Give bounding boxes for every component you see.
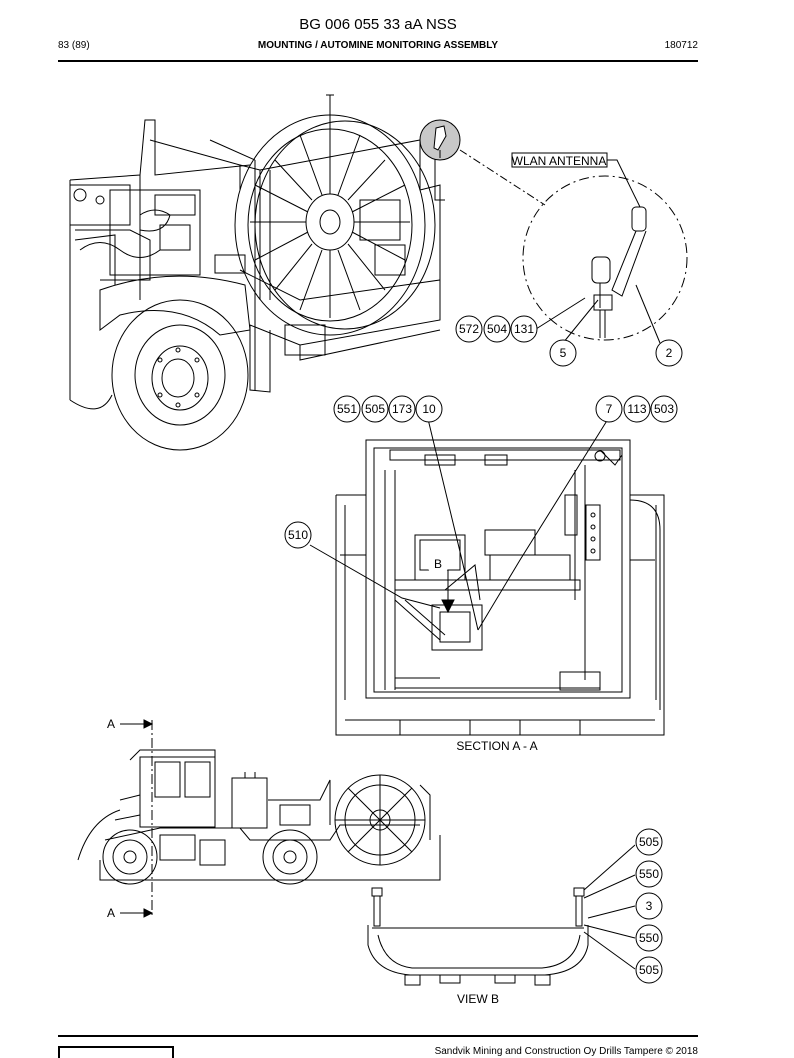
footer-rule (58, 1035, 698, 1037)
footer-copyright: Sandvik Mining and Construction Oy Drill… (434, 1046, 698, 1057)
antenna-detail-circle (522, 175, 688, 341)
section-marker-bottom: A (107, 906, 115, 920)
section-marker-top: A (107, 717, 115, 731)
callout-550-lower: 550 (639, 931, 659, 945)
machine-side-view (77, 749, 441, 885)
section-aa-label: SECTION A - A (456, 739, 537, 753)
header-row: 83 (89) MOUNTING / AUTOMINE MONITORING A… (58, 40, 698, 54)
callout-504: 504 (487, 322, 507, 336)
callout-550-upper: 550 (639, 867, 659, 881)
view-b-drawing (367, 887, 589, 986)
callout-505-view-b-bottom: 505 (639, 963, 659, 977)
page-number: 83 (89) (58, 40, 90, 51)
detail-b-label: B (434, 557, 442, 571)
date-code: 180712 (664, 40, 698, 51)
callout-551: 551 (337, 402, 357, 416)
section-title: MOUNTING / AUTOMINE MONITORING ASSEMBLY (257, 40, 499, 51)
antenna-detail (591, 206, 647, 338)
view-b-arrowhead (441, 599, 455, 614)
wlan-antenna-label: WLAN ANTENNA (512, 154, 607, 168)
machine-isometric-view (69, 94, 445, 451)
callout-3: 3 (646, 899, 653, 913)
callout-131: 131 (514, 322, 534, 336)
callout-113: 113 (627, 402, 646, 416)
callout-173: 173 (392, 402, 412, 416)
callout-2: 2 (666, 346, 673, 360)
callout-10: 10 (422, 402, 436, 416)
callout-7: 7 (606, 402, 613, 416)
callout-503: 503 (654, 402, 674, 416)
header-rule (58, 60, 698, 62)
sandvik-logo (58, 1046, 174, 1058)
callout-505-section: 505 (365, 402, 385, 416)
callout-505-view-b-top: 505 (639, 835, 659, 849)
document-id: BG 006 055 33 aA NSS (299, 16, 457, 33)
section-aa-drawing (335, 439, 665, 736)
callout-510: 510 (288, 528, 308, 542)
callout-5: 5 (560, 346, 567, 360)
view-b-label: VIEW B (457, 992, 499, 1006)
callout-572: 572 (459, 322, 479, 336)
